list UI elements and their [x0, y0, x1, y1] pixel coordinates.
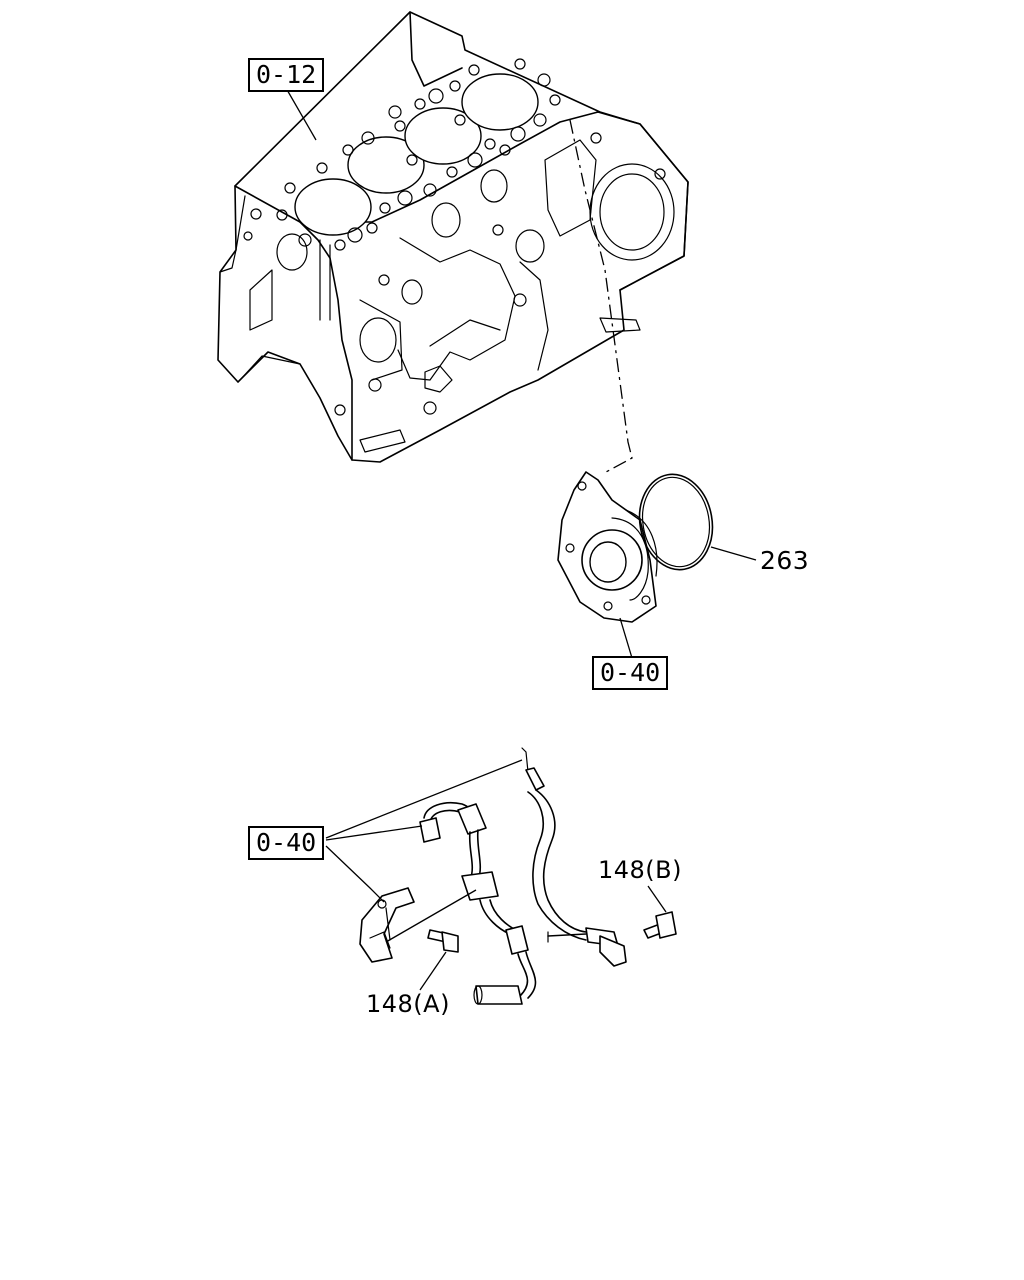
callout-bolt-a[interactable]: 148(A): [366, 990, 450, 1018]
leader-block-ref: [285, 87, 317, 141]
callout-harness-ref[interactable]: 0-40: [248, 826, 325, 860]
assembly-axis-line: [569, 119, 633, 473]
callout-block-ref[interactable]: 0-12: [248, 58, 325, 92]
bolt-148-a[interactable]: [427, 929, 459, 953]
bolt-148-b[interactable]: [643, 911, 677, 939]
callout-cover-ref[interactable]: 0-40: [592, 656, 669, 690]
rear-oil-seal-retainer[interactable]: [557, 471, 658, 623]
leader-o-ring: [710, 546, 757, 561]
callout-o-ring[interactable]: 263: [760, 546, 810, 575]
o-ring[interactable]: [632, 468, 720, 575]
sensor-harness[interactable]: [359, 747, 627, 1005]
callout-bolt-b[interactable]: 148(B): [598, 856, 682, 884]
harness-leaders: [325, 759, 667, 991]
leader-cover-ref: [619, 617, 633, 659]
